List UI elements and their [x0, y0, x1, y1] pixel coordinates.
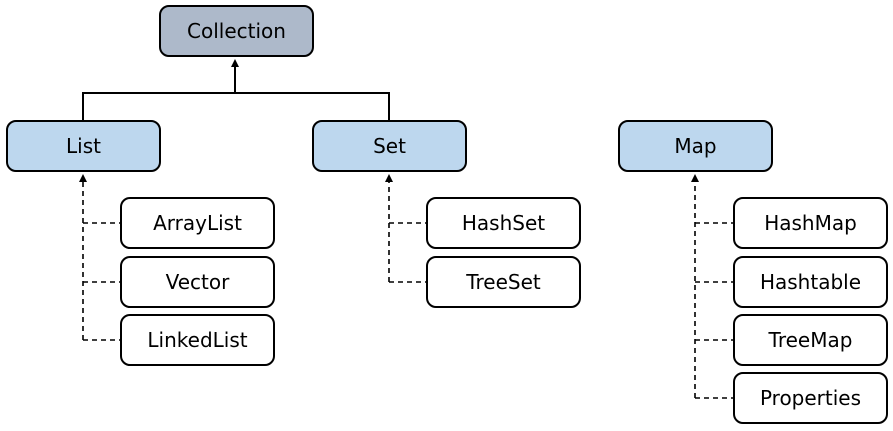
list-label: List [66, 134, 101, 158]
map-implementation-connectors [691, 174, 734, 399]
map-node: Map [618, 120, 773, 172]
list-box [6, 120, 161, 172]
vector-node: Vector [120, 256, 275, 308]
linkedlist-box [120, 314, 275, 366]
inheritance-connectors [82, 59, 390, 121]
hashtable-node: Hashtable [733, 256, 888, 308]
hashset-node: HashSet [426, 197, 581, 249]
treemap-label: TreeMap [768, 328, 853, 352]
vector-box [120, 256, 275, 308]
list-node: List [6, 120, 161, 172]
linkedlist-node: LinkedList [120, 314, 275, 366]
connector-list-set-bus [82, 92, 390, 121]
treeset-node: TreeSet [426, 256, 581, 308]
hashmap-node: HashMap [733, 197, 888, 249]
arraylist-label: ArrayList [153, 211, 242, 235]
collection-label: Collection [187, 19, 286, 43]
treemap-node: TreeMap [733, 314, 888, 366]
hashmap-label: HashMap [764, 211, 857, 235]
properties-node: Properties [733, 372, 888, 424]
collection-box [159, 5, 314, 57]
treeset-label: TreeSet [465, 270, 541, 294]
properties-box [733, 372, 888, 424]
map-label: Map [674, 134, 716, 158]
set-box [312, 120, 467, 172]
hashset-box [426, 197, 581, 249]
vector-label: Vector [166, 270, 231, 294]
collection-node: Collection [159, 5, 314, 57]
list-implementation-connectors [79, 174, 121, 341]
treemap-box [733, 314, 888, 366]
treeset-box [426, 256, 581, 308]
hashset-label: HashSet [462, 211, 545, 235]
set-label: Set [373, 134, 406, 158]
properties-label: Properties [760, 386, 861, 410]
hashmap-box [733, 197, 888, 249]
map-box [618, 120, 773, 172]
hashtable-box [733, 256, 888, 308]
set-node: Set [312, 120, 467, 172]
set-implementation-connectors [385, 174, 427, 283]
arraylist-node: ArrayList [120, 197, 275, 249]
hashtable-label: Hashtable [760, 270, 861, 294]
arraylist-box [120, 197, 275, 249]
linkedlist-label: LinkedList [147, 328, 247, 352]
